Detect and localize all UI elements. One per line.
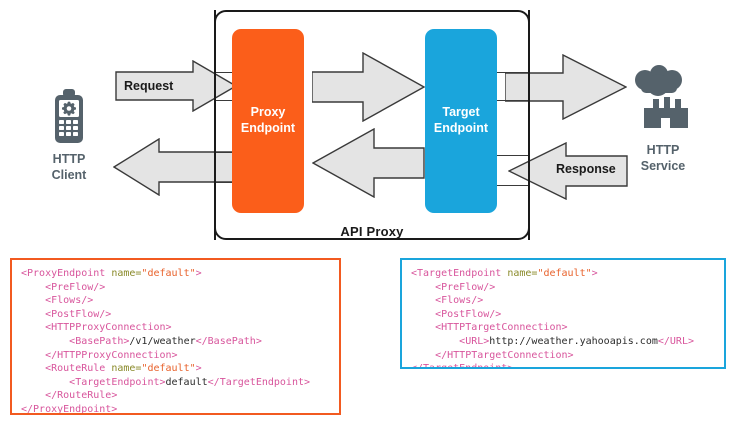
code-line: </TargetEndpoint> — [411, 362, 715, 369]
code-token-tag: <RouteRule — [45, 363, 112, 375]
code-token-txt — [21, 377, 69, 388]
code-line: <HTTPTargetConnection> — [411, 321, 715, 335]
code-line: <PreFlow/> — [21, 281, 330, 295]
code-token-val: "default" — [141, 268, 196, 279]
http-service-label: HTTP Service — [640, 143, 686, 173]
proxy-endpoint-config-code[interactable]: <ProxyEndpoint name="default"> <PreFlow/… — [10, 258, 341, 415]
code-line: <BasePath>/v1/weather</BasePath> — [21, 335, 330, 349]
code-line: <TargetEndpoint name="default"> — [411, 267, 715, 281]
code-token-txt — [21, 322, 45, 333]
response-arrow-label: Response — [556, 162, 616, 176]
code-token-val: "default" — [141, 363, 196, 375]
code-token-attr: name= — [507, 268, 538, 279]
code-token-txt — [411, 322, 435, 333]
code-token-txt — [411, 350, 435, 361]
code-token-val: "default" — [537, 268, 592, 279]
code-line: </RouteRule> — [21, 389, 330, 403]
target-endpoint-config-code[interactable]: <TargetEndpoint name="default"> <PreFlow… — [400, 258, 726, 369]
code-token-txt — [411, 282, 435, 293]
code-token-tag: <HTTPProxyConnection> — [45, 322, 172, 334]
code-token-txt — [21, 363, 45, 374]
code-line: <Flows/> — [411, 294, 715, 308]
http-client-label: HTTP Client — [51, 152, 87, 182]
code-token-tag: </TargetEndpoint> — [207, 376, 311, 388]
connector-line-client-ret-bottom — [214, 182, 233, 184]
code-line: <PostFlow/> — [411, 308, 715, 322]
connector-line-service-bottom — [497, 100, 530, 102]
code-token-tag: <TargetEndpoint — [411, 268, 508, 279]
code-token-txt — [411, 336, 459, 347]
container-wall-right — [528, 10, 530, 240]
code-token-tag: > — [591, 268, 598, 279]
code-token-tag: <TargetEndpoint> — [69, 376, 166, 388]
code-token-txt — [21, 336, 69, 347]
proxy-endpoint-label: Proxy Endpoint — [240, 105, 296, 135]
code-token-tag: <PreFlow/> — [435, 281, 496, 293]
code-token-tag: <Flows/> — [45, 295, 94, 307]
code-token-tag: </BasePath> — [195, 335, 262, 347]
mobile-phone-gear-icon — [55, 89, 83, 143]
connector-line-service-ret-bottom — [497, 185, 530, 187]
code-token-tag: > — [195, 363, 202, 375]
code-token-txt — [21, 295, 45, 306]
request-arrow-label: Request — [124, 79, 174, 93]
code-line: <PostFlow/> — [21, 308, 330, 322]
code-line: <HTTPProxyConnection> — [21, 321, 330, 335]
code-token-tag: </URL> — [657, 335, 694, 347]
container-wall-left — [214, 10, 216, 240]
code-token-txt — [21, 390, 45, 401]
code-token-tag: </ProxyEndpoint> — [21, 403, 118, 415]
code-token-txt: default — [165, 376, 208, 388]
code-token-tag: </HTTPProxyConnection> — [45, 349, 178, 361]
code-token-tag: </TargetEndpoint> — [411, 363, 514, 369]
code-token-txt — [21, 309, 45, 320]
target-endpoint-box[interactable]: Target Endpoint — [425, 29, 497, 213]
connector-line-service-top — [497, 72, 530, 74]
code-line: <PreFlow/> — [411, 281, 715, 295]
cloud-factory-icon — [635, 65, 688, 128]
code-token-tag: <PreFlow/> — [45, 281, 106, 293]
code-line: <TargetEndpoint>default</TargetEndpoint> — [21, 376, 330, 390]
code-token-tag: <Flows/> — [435, 295, 484, 307]
connector-line-client-ret-top — [214, 152, 233, 154]
code-token-tag: > — [195, 268, 202, 279]
target-endpoint-label: Target Endpoint — [433, 105, 489, 135]
proxy-endpoint-box[interactable]: Proxy Endpoint — [232, 29, 304, 213]
code-token-attr: name= — [111, 363, 142, 375]
code-line: </HTTPTargetConnection> — [411, 349, 715, 363]
code-token-tag: <HTTPTargetConnection> — [435, 322, 568, 334]
code-token-txt: http://weather.yahooapis.com — [489, 335, 658, 347]
code-token-txt: /v1/weather — [129, 335, 196, 347]
code-line: <Flows/> — [21, 294, 330, 308]
code-token-txt — [411, 295, 435, 306]
code-token-tag: <BasePath> — [69, 335, 130, 347]
code-token-txt — [21, 350, 45, 361]
code-line: </ProxyEndpoint> — [21, 403, 330, 415]
code-token-tag: <URL> — [459, 335, 490, 347]
code-token-tag: <PostFlow/> — [435, 308, 502, 320]
code-token-attr: name= — [111, 268, 142, 279]
code-token-tag: </HTTPTargetConnection> — [435, 349, 574, 361]
code-token-tag: <PostFlow/> — [45, 308, 112, 320]
code-token-tag: <ProxyEndpoint — [21, 268, 112, 279]
connector-line-client-bottom — [214, 100, 233, 102]
connector-line-service-ret-top — [497, 155, 530, 157]
code-token-txt — [411, 309, 435, 320]
code-line: <URL>http://weather.yahooapis.com</URL> — [411, 335, 715, 349]
connector-line-client-top — [214, 72, 233, 74]
api-proxy-label: API Proxy — [340, 224, 404, 239]
code-line: <ProxyEndpoint name="default"> — [21, 267, 330, 281]
code-token-txt — [21, 282, 45, 293]
code-line: </HTTPProxyConnection> — [21, 349, 330, 363]
code-token-tag: </RouteRule> — [45, 390, 118, 402]
code-line: <RouteRule name="default"> — [21, 362, 330, 376]
